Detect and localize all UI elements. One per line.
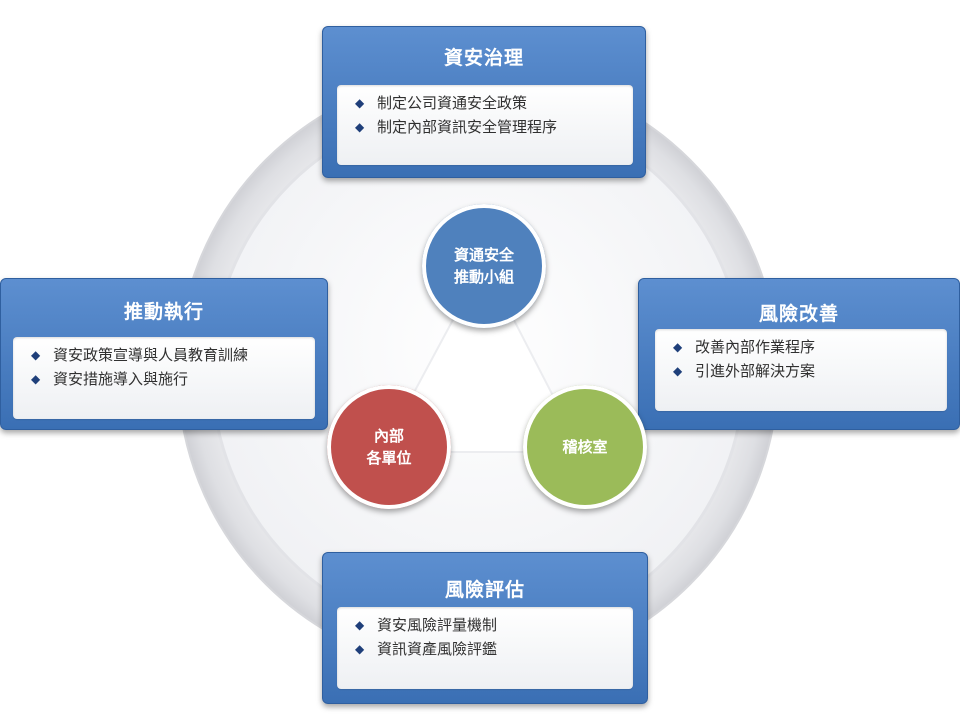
card-risk-assessment-body: ◆資安風險評量機制 ◆資訊資產風險評鑑: [337, 607, 633, 689]
diamond-bullet-icon: ◆: [673, 340, 683, 354]
node-internal-units-line2: 各單位: [366, 449, 412, 467]
list-item: ◆資安政策宣導與人員教育訓練: [31, 343, 315, 367]
diamond-bullet-icon: ◆: [673, 364, 683, 378]
card-execution-body: ◆資安政策宣導與人員教育訓練 ◆資安措施導入與施行: [13, 337, 315, 419]
diamond-bullet-icon: ◆: [31, 372, 41, 386]
diamond-bullet-icon: ◆: [355, 618, 365, 632]
diamond-bullet-icon: ◆: [31, 348, 41, 362]
list-item: ◆資安風險評量機制: [355, 613, 633, 637]
card-execution: 推動執行 ◆資安政策宣導與人員教育訓練 ◆資安措施導入與施行: [0, 278, 328, 430]
card-governance-body: ◆制定公司資通安全政策 ◆制定內部資訊安全管理程序: [337, 85, 633, 165]
list-item: ◆改善內部作業程序: [673, 335, 947, 359]
card-risk-assessment-title: 風險評估: [444, 579, 525, 601]
node-security-committee-line2: 推動小組: [453, 268, 514, 286]
diamond-bullet-icon: ◆: [355, 96, 365, 110]
node-internal-units: 內部 各單位: [327, 385, 451, 509]
list-item: ◆制定公司資通安全政策: [355, 91, 633, 115]
list-item: ◆引進外部解決方案: [673, 359, 947, 383]
list-item: ◆資訊資產風險評鑑: [355, 637, 633, 661]
card-risk-improvement-title: 風險改善: [758, 303, 839, 325]
node-security-committee: 資通安全 推動小組: [422, 204, 546, 328]
node-security-committee-line1: 資通安全: [453, 246, 514, 264]
card-risk-improvement-body: ◆改善內部作業程序 ◆引進外部解決方案: [655, 329, 947, 411]
node-audit-office: 稽核室: [523, 385, 647, 509]
node-internal-units-line1: 內部: [373, 427, 404, 445]
card-governance-title: 資安治理: [443, 47, 524, 69]
list-item: ◆資安措施導入與施行: [31, 367, 315, 391]
list-item: ◆制定內部資訊安全管理程序: [355, 115, 633, 139]
card-governance: 資安治理 ◆制定公司資通安全政策 ◆制定內部資訊安全管理程序: [322, 26, 646, 178]
diamond-bullet-icon: ◆: [355, 120, 365, 134]
card-risk-improvement: 風險改善 ◆改善內部作業程序 ◆引進外部解決方案: [638, 278, 960, 430]
node-audit-office-line1: 稽核室: [562, 438, 608, 456]
diamond-bullet-icon: ◆: [355, 642, 365, 656]
card-risk-assessment: 風險評估 ◆資安風險評量機制 ◆資訊資產風險評鑑: [322, 552, 648, 704]
card-execution-title: 推動執行: [123, 301, 204, 323]
